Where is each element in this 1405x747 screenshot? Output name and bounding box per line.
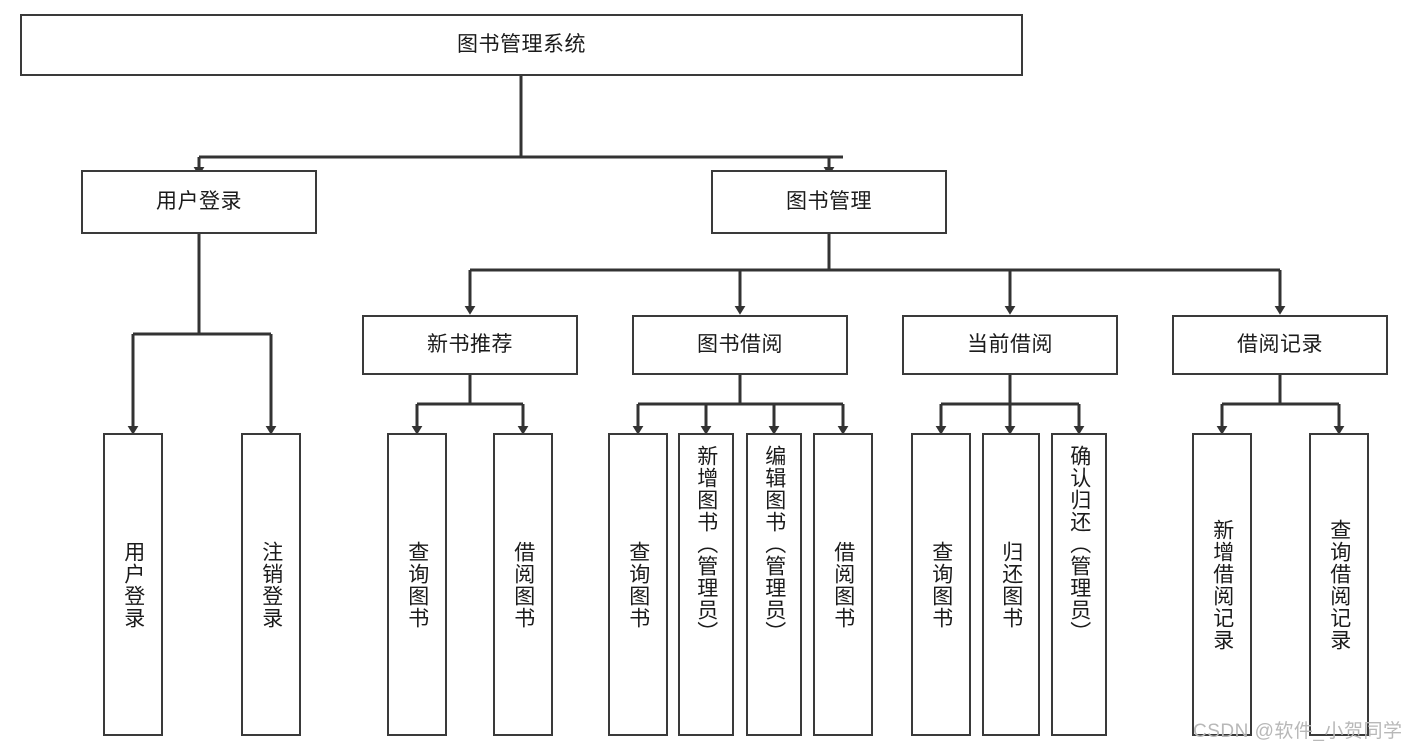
node-leaf-query-book-3-label: 查询图书	[929, 540, 953, 629]
node-book-manage-label: 图书管理	[786, 189, 872, 213]
node-leaf-query-record-label: 查询借阅记录	[1327, 518, 1351, 651]
node-borrow-record-label: 借阅记录	[1237, 332, 1323, 356]
node-leaf-add-book[interactable]: 新增图书（管理员）	[678, 433, 734, 736]
node-leaf-logout-login-label: 注销登录	[259, 540, 283, 629]
node-leaf-return-book[interactable]: 归还图书	[982, 433, 1040, 736]
node-leaf-logout-login[interactable]: 注销登录	[241, 433, 301, 736]
node-book-borrow-label: 图书借阅	[697, 332, 783, 356]
node-current-borrow[interactable]: 当前借阅	[902, 315, 1118, 375]
node-root[interactable]: 图书管理系统	[20, 14, 1023, 76]
node-new-book-recommend-label: 新书推荐	[427, 332, 513, 356]
node-leaf-borrow-book-2[interactable]: 借阅图书	[813, 433, 873, 736]
node-leaf-add-record[interactable]: 新增借阅记录	[1192, 433, 1252, 736]
node-current-borrow-label: 当前借阅	[967, 332, 1053, 356]
node-leaf-confirm-return-label: 确认归还（管理员）	[1067, 445, 1091, 643]
node-leaf-query-book-1[interactable]: 查询图书	[387, 433, 447, 736]
node-leaf-borrow-book-1-label: 借阅图书	[511, 540, 535, 629]
node-root-label: 图书管理系统	[457, 32, 586, 56]
node-leaf-user-login[interactable]: 用户登录	[103, 433, 163, 736]
csdn-watermark: CSDN @软件_小贺同学	[1193, 721, 1403, 742]
node-book-borrow[interactable]: 图书借阅	[632, 315, 848, 375]
node-borrow-record[interactable]: 借阅记录	[1172, 315, 1388, 375]
node-leaf-add-book-label: 新增图书（管理员）	[694, 445, 718, 643]
node-leaf-borrow-book-1[interactable]: 借阅图书	[493, 433, 553, 736]
node-leaf-edit-book[interactable]: 编辑图书（管理员）	[746, 433, 802, 736]
node-book-manage[interactable]: 图书管理	[711, 170, 947, 234]
node-leaf-query-book-3[interactable]: 查询图书	[911, 433, 971, 736]
node-leaf-query-record[interactable]: 查询借阅记录	[1309, 433, 1369, 736]
node-leaf-query-book-2-label: 查询图书	[626, 540, 650, 629]
node-leaf-edit-book-label: 编辑图书（管理员）	[762, 445, 786, 643]
node-new-book-recommend[interactable]: 新书推荐	[362, 315, 578, 375]
node-leaf-add-record-label: 新增借阅记录	[1210, 518, 1234, 651]
node-user-login-label: 用户登录	[156, 189, 242, 213]
node-leaf-borrow-book-2-label: 借阅图书	[831, 540, 855, 629]
node-user-login[interactable]: 用户登录	[81, 170, 317, 234]
node-leaf-return-book-label: 归还图书	[999, 540, 1023, 629]
node-leaf-confirm-return[interactable]: 确认归还（管理员）	[1051, 433, 1107, 736]
node-leaf-user-login-label: 用户登录	[121, 540, 145, 629]
node-leaf-query-book-1-label: 查询图书	[405, 540, 429, 629]
node-leaf-query-book-2[interactable]: 查询图书	[608, 433, 668, 736]
